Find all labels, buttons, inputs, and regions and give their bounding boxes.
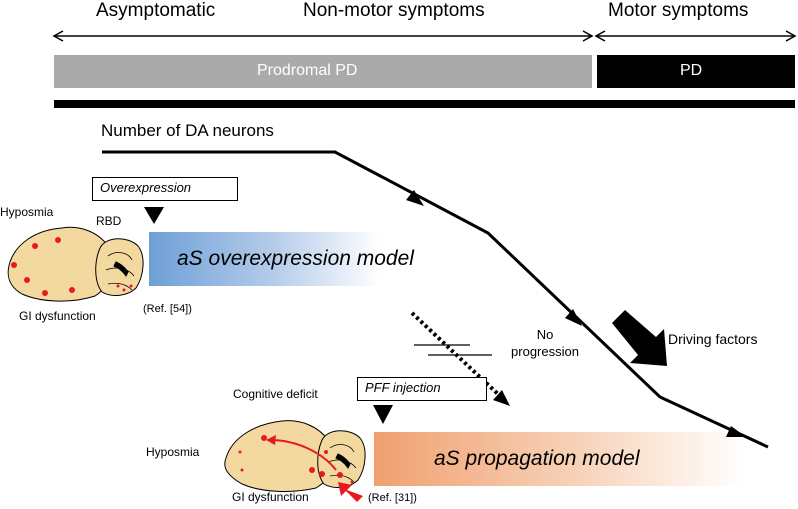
red-injection-arrow-icon xyxy=(338,482,363,502)
timeline-arrow-motor xyxy=(594,30,797,42)
symptom-hyposmia-2: Hyposmia xyxy=(146,445,200,459)
propagation-model-label: aS propagation model xyxy=(434,447,640,470)
thick-arrow-icon xyxy=(612,310,667,366)
propagation-model-panel xyxy=(374,432,744,486)
ref-31: (Ref. [31]) xyxy=(368,492,417,504)
phase-asymptomatic: Asymptomatic xyxy=(96,0,216,21)
timeline-thick-line xyxy=(54,100,795,108)
no-progression-break xyxy=(414,344,492,356)
pd-bar xyxy=(597,55,795,88)
prodromal-bar xyxy=(54,55,592,88)
overexpression-box: Overexpression xyxy=(92,177,238,201)
pd-label: PD xyxy=(680,62,703,79)
overexpression-model-label: aS overexpression model xyxy=(177,247,414,270)
overexpression-marker xyxy=(144,207,164,224)
brain-icon-propagation xyxy=(224,420,366,492)
symptom-gi-1: GI dysfunction xyxy=(19,309,96,323)
brain-icon-overexpression xyxy=(7,226,144,302)
prodromal-label: Prodromal PD xyxy=(257,62,358,79)
curve-title: Number of DA neurons xyxy=(101,121,274,140)
phase-motor: Motor symptoms xyxy=(608,0,749,21)
ref-54: (Ref. [54]) xyxy=(143,303,192,315)
pff-injection-box: PFF injection xyxy=(357,377,487,401)
pff-marker xyxy=(373,405,393,424)
curve-arrowheads xyxy=(406,190,746,437)
timeline-arrow-prodromal xyxy=(52,30,594,42)
da-neuron-curve xyxy=(102,150,769,449)
symptom-hyposmia-1: Hyposmia xyxy=(0,205,54,219)
no-progression-label: No progression xyxy=(511,327,579,359)
symptom-cognitive: Cognitive deficit xyxy=(233,387,318,401)
phase-non-motor: Non-motor symptoms xyxy=(303,0,485,21)
driving-factors-label: Driving factors xyxy=(668,331,758,347)
overexpression-model-panel xyxy=(149,232,380,286)
symptom-rbd: RBD xyxy=(96,214,122,228)
symptom-gi-2: GI dysfunction xyxy=(232,490,309,504)
